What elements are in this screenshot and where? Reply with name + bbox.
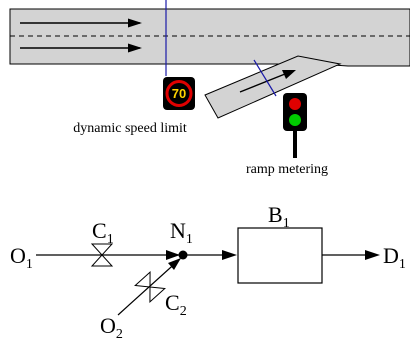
speed-sign-caption: dynamic speed limit bbox=[73, 121, 187, 136]
valve-c1-icon bbox=[90, 243, 114, 267]
network-model: O1 C1 N1 C2 O2 B1 D1 bbox=[10, 202, 406, 342]
traffic-direction-arrow bbox=[20, 43, 142, 53]
block-1-label: B1 bbox=[268, 202, 290, 231]
road-scene: 70 dynamic speed limit ramp metering bbox=[9, 0, 410, 177]
traffic-light-icon bbox=[283, 93, 307, 158]
ramp-metering-caption: ramp metering bbox=[246, 162, 328, 177]
speed-limit-value: 70 bbox=[172, 86, 186, 101]
node-1-label: N1 bbox=[170, 218, 193, 247]
traffic-direction-arrow bbox=[20, 18, 142, 28]
origin-2-label: O2 bbox=[100, 313, 123, 342]
speed-limit-sign-icon: 70 bbox=[163, 77, 195, 110]
valve-c2-icon bbox=[134, 271, 166, 303]
node-n1 bbox=[178, 250, 188, 260]
origin-1-label: O1 bbox=[10, 243, 33, 272]
valve-1-label: C1 bbox=[92, 218, 114, 247]
main-road bbox=[9, 8, 410, 67]
valve-2-label: C2 bbox=[165, 290, 187, 319]
ramp-direction-arrow bbox=[239, 70, 296, 93]
on-ramp bbox=[204, 55, 342, 119]
block-b1 bbox=[237, 227, 323, 284]
destination-label: D1 bbox=[383, 243, 406, 272]
ramp-control-line bbox=[253, 59, 277, 97]
